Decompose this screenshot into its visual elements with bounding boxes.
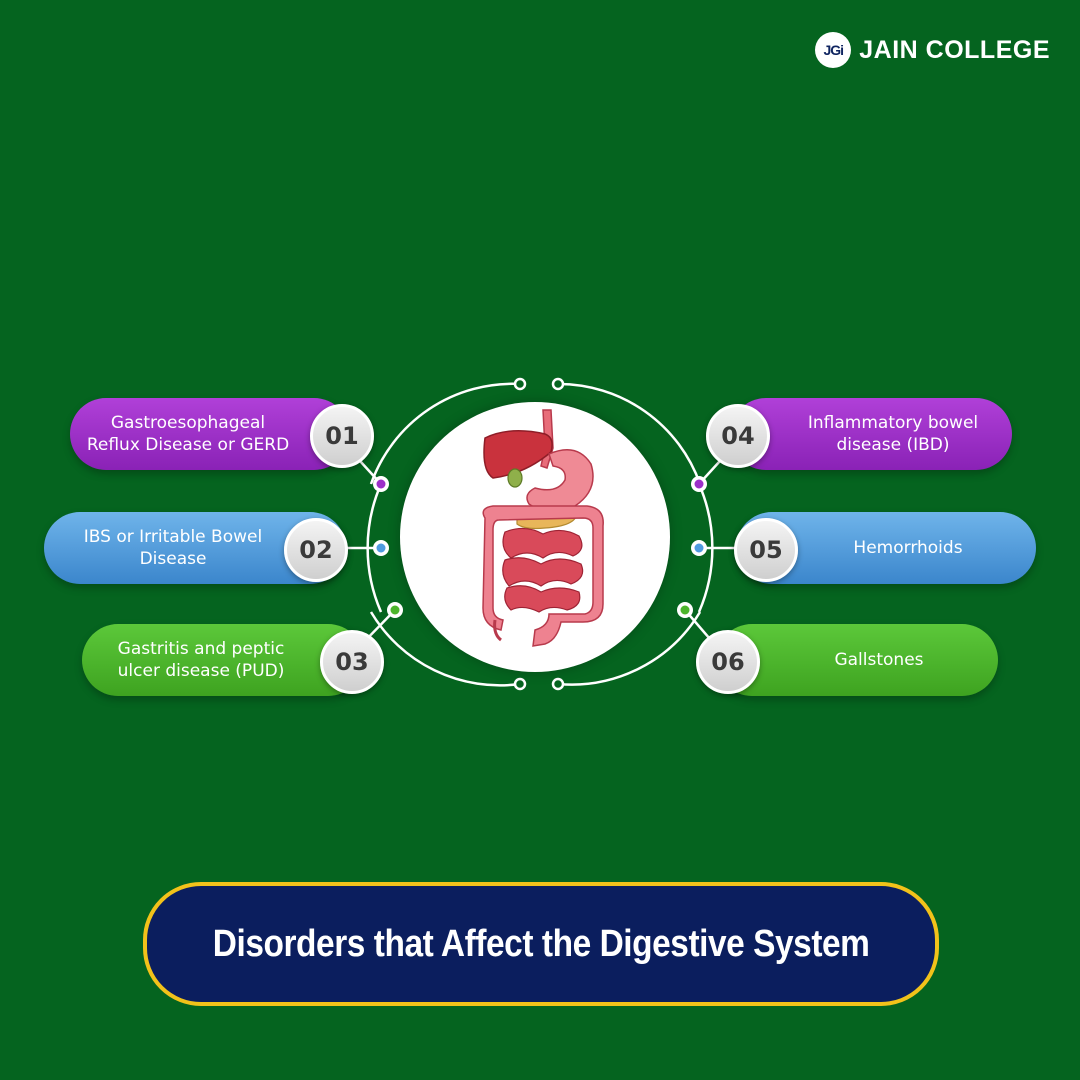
disorder-pill-04: Inflammatory bowel disease (IBD): [730, 398, 1012, 470]
brand: JGi JAIN COLLEGE: [815, 32, 1050, 68]
node-top-left: [513, 377, 527, 391]
arc-top-left: [369, 382, 521, 485]
node-bottom-right: [551, 677, 565, 691]
disorder-number-01: 01: [310, 404, 374, 468]
disorder-label-01: Gastroesophageal Reflux Disease or GERD: [86, 413, 290, 455]
disorder-number-02: 02: [284, 518, 348, 582]
disorder-number-04: 04: [706, 404, 770, 468]
disorder-label-05: Hemorrhoids: [853, 538, 963, 558]
disorder-pill-03: Gastritis and peptic ulcer disease (PUD): [82, 624, 364, 696]
node-bottom-left: [513, 677, 527, 691]
arc-bottom-right: [557, 611, 702, 686]
jgi-logo-icon: JGi: [815, 32, 852, 68]
disorder-number-05: 05: [734, 518, 798, 582]
title-banner: Disorders that Affect the Digestive Syst…: [143, 882, 939, 1006]
disorder-number-03: 03: [320, 630, 384, 694]
brand-name: JAIN COLLEGE: [859, 35, 1050, 64]
page-title: Disorders that Affect the Digestive Syst…: [212, 922, 870, 965]
disorder-label-02: IBS or Irritable Bowel Disease: [83, 527, 263, 569]
disorder-pill-01: Gastroesophageal Reflux Disease or GERD: [70, 398, 350, 470]
arc-bottom-left: [369, 611, 521, 687]
disorder-label-03: Gastritis and peptic ulcer disease (PUD): [117, 639, 285, 681]
disorder-label-06: Gallstones: [834, 650, 924, 670]
arc-top-right: [557, 382, 702, 485]
digestive-system-icon: [482, 409, 604, 647]
node-top-right: [551, 377, 565, 391]
disorder-pill-06: Gallstones: [716, 624, 998, 696]
disorder-label-04: Inflammatory bowel disease (IBD): [807, 413, 979, 455]
disorder-number-06: 06: [696, 630, 760, 694]
